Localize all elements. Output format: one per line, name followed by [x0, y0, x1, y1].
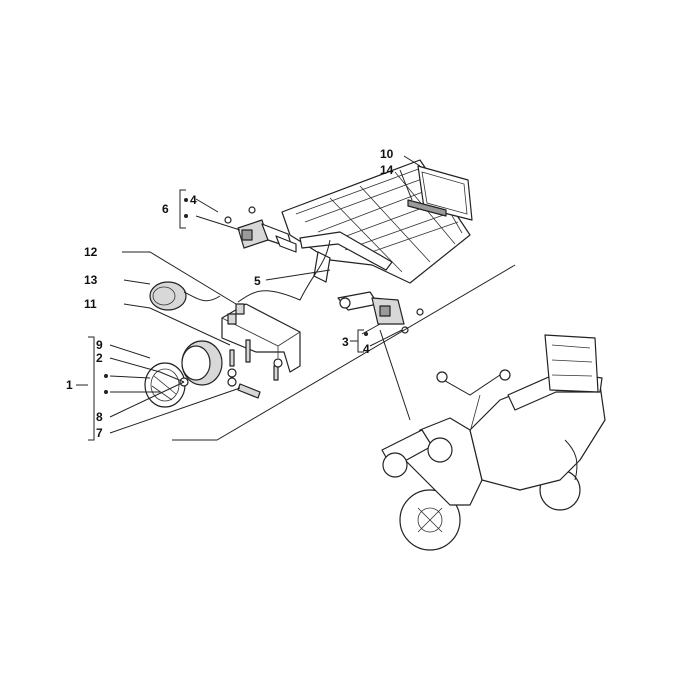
- callout-2: 2: [96, 351, 103, 365]
- callout-5: 5: [254, 274, 261, 288]
- callout-8: 8: [96, 410, 103, 424]
- callout-13: 13: [84, 273, 98, 287]
- small-lamp: [149, 281, 221, 311]
- license-plate-reflector: [407, 165, 473, 221]
- scooter-outline: [381, 334, 606, 551]
- callout-11: 11: [84, 297, 97, 311]
- callout-7: 7: [96, 426, 103, 440]
- light-bracket: [221, 303, 301, 373]
- callout-3: 3: [342, 335, 349, 349]
- wiring-harness: [237, 239, 331, 303]
- leader-lines: [76, 155, 516, 441]
- callout-4-upper: 4: [190, 193, 197, 207]
- callout-12: 12: [84, 245, 98, 259]
- callout-4-lower: 4: [363, 342, 370, 356]
- callout-14: 14: [380, 163, 394, 177]
- callout-9: 9: [96, 338, 103, 352]
- callout-6: 6: [162, 202, 169, 216]
- callout-1: 1: [66, 378, 73, 392]
- callout-10: 10: [380, 147, 394, 161]
- right-turn-signal: [337, 291, 424, 334]
- front-left-turn-signal: [224, 206, 297, 253]
